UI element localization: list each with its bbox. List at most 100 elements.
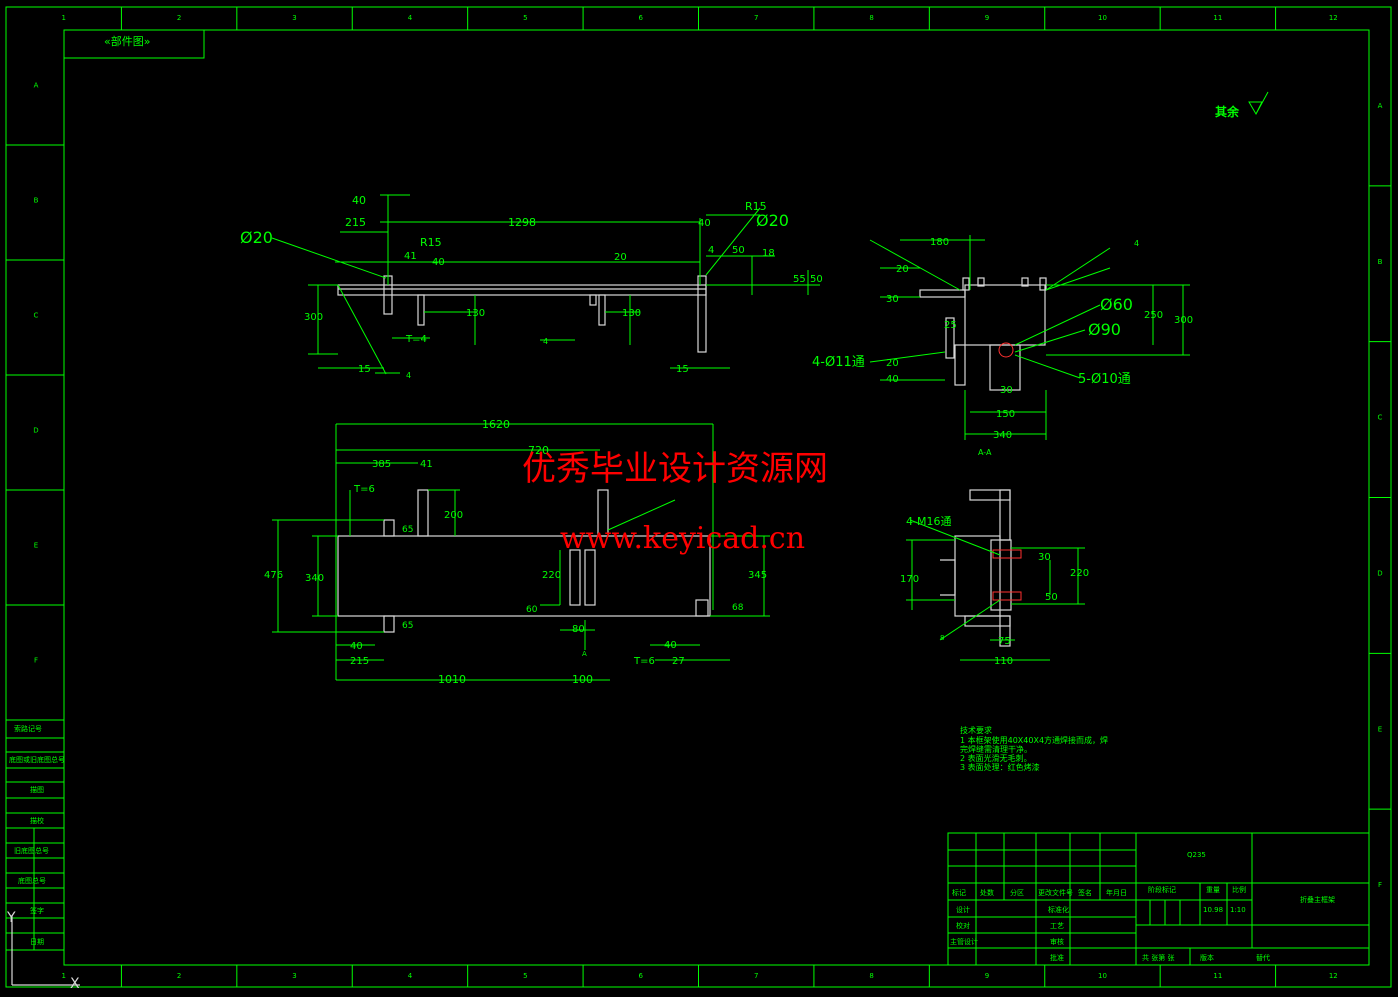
fv-dim-1: 215	[345, 216, 366, 229]
col-number: 2	[177, 972, 181, 980]
outer-border	[5, 6, 1392, 988]
sv-dim-10: 340	[993, 430, 1012, 441]
pv-dim-8: 340	[305, 573, 324, 584]
fv-dim-13: T=4	[405, 334, 427, 345]
row-letter: E	[1378, 725, 1382, 733]
col-number: 9	[985, 14, 989, 22]
col-number: 10	[1098, 14, 1107, 22]
sv-holes-left: 4-Ø11通	[812, 355, 865, 370]
row-letter: B	[1378, 258, 1383, 266]
row-letter: D	[33, 427, 38, 435]
left-strip	[5, 719, 65, 951]
fv-dim-15: 15	[676, 364, 689, 375]
strip-text-3: 描校	[30, 816, 44, 825]
fv-dim-18: 50	[732, 245, 745, 256]
tb-b2: 替代	[1256, 953, 1270, 962]
pv-dim-5: 200	[444, 510, 463, 521]
sv-dim-7: 300	[1174, 315, 1193, 326]
pv-dim-9: 220	[542, 570, 561, 581]
sv-holes-right: 5-Ø10通	[1078, 372, 1131, 387]
fv-dim-5: 40	[432, 257, 445, 268]
strip-text-5: 底图总号	[18, 876, 46, 885]
row-letter: A	[1378, 102, 1383, 110]
pv-dim-20: T=6	[633, 656, 655, 667]
fv-dim-11: 130	[466, 308, 485, 319]
fv-dim-17: 4	[543, 337, 548, 346]
tb-h4: 签名	[1078, 888, 1092, 897]
ucs-x: X	[70, 976, 80, 992]
pv-dim-6: 65	[402, 525, 413, 535]
tb-b1: 版本	[1200, 953, 1214, 962]
col-number: 5	[523, 14, 527, 22]
col-number: 8	[869, 972, 873, 980]
col-number: 1	[61, 972, 65, 980]
tb-material: Q235	[1187, 851, 1206, 859]
dv-dim-1: 30	[1038, 552, 1051, 563]
pv-dim-21: 1010	[438, 673, 466, 686]
fv-dim-0: 40	[352, 194, 366, 207]
tb-b0: 共 张第 张	[1142, 953, 1174, 962]
sv-dim-1: 20	[896, 264, 909, 275]
tech-line-0: 1 本框架使用40X40X4方通焊接而成，焊	[960, 735, 1108, 745]
dv-dim-0: 170	[900, 574, 919, 585]
row-letter: C	[34, 312, 39, 320]
strip-text-2: 描图	[30, 785, 44, 794]
sv-dim-0: 180	[930, 237, 949, 248]
strip-text-4: 旧底图总号	[14, 846, 49, 855]
col-number: 5	[523, 972, 527, 980]
pv-dim-11: 60	[526, 605, 538, 615]
tb-weight: 10.98	[1203, 906, 1223, 914]
tb-r0: 设计	[956, 905, 970, 914]
ucs-y: Y	[6, 910, 16, 926]
roughness-note: 其余	[1215, 104, 1240, 119]
pv-dim-16: 80	[572, 624, 585, 635]
tb-h1: 处数	[980, 888, 994, 897]
phi-right: Ø20	[756, 211, 789, 230]
sv-dim-5: 40	[886, 374, 899, 385]
strip-text-0: 索路记号	[14, 724, 42, 733]
fv-dim-14: 15	[358, 364, 371, 375]
tb-h2: 分区	[1010, 888, 1024, 897]
section-view	[869, 235, 1190, 440]
col-number: 7	[754, 14, 758, 22]
fv-dim-4: 41	[404, 251, 417, 262]
fv-dim-7: 18	[762, 248, 775, 259]
sv-dim-3: 25	[944, 320, 957, 331]
fv-dim-8: 55	[793, 274, 806, 285]
strip-text-6: 签字	[30, 906, 44, 915]
col-number: 6	[639, 14, 644, 22]
dv-thread: 4-M16通	[906, 515, 951, 528]
fv-dim-19: 4	[708, 245, 714, 256]
detail-view	[906, 489, 1085, 661]
pv-dim-1: 720	[528, 444, 549, 457]
col-number: 12	[1329, 972, 1338, 980]
tb-r1: 校对	[956, 921, 970, 930]
pv-dim-0: 1620	[482, 418, 510, 431]
tb-s0: 阶段标记	[1148, 885, 1176, 894]
fv-dim-2: 1298	[508, 216, 536, 229]
pv-dim-22: 100	[572, 673, 593, 686]
row-letter: F	[1378, 881, 1382, 889]
sv-dim-8: 30	[1000, 385, 1013, 396]
sv-dim-4: 20	[886, 358, 899, 369]
fv-dim-9: 50	[810, 274, 823, 285]
dv-dim-3: 50	[1045, 592, 1058, 603]
col-number: 9	[985, 972, 989, 980]
tb-h5: 年月日	[1106, 888, 1127, 897]
tb-r4: 工艺	[1050, 922, 1064, 930]
col-number: 3	[292, 14, 296, 22]
top-left-label: «部件图»	[104, 34, 150, 48]
tb-r2: 主管设计	[950, 937, 978, 946]
col-number: 4	[408, 14, 413, 22]
plan-view	[272, 423, 770, 681]
tb-r6: 批准	[1050, 953, 1064, 962]
sv-dim-9: 150	[996, 409, 1015, 420]
fv-dim-12: 130	[622, 308, 641, 319]
tb-part-name: 折叠主框架	[1300, 895, 1335, 904]
row-letter: D	[1377, 569, 1382, 577]
row-letter: A	[34, 82, 39, 90]
fv-dim-6: 20	[614, 252, 627, 263]
